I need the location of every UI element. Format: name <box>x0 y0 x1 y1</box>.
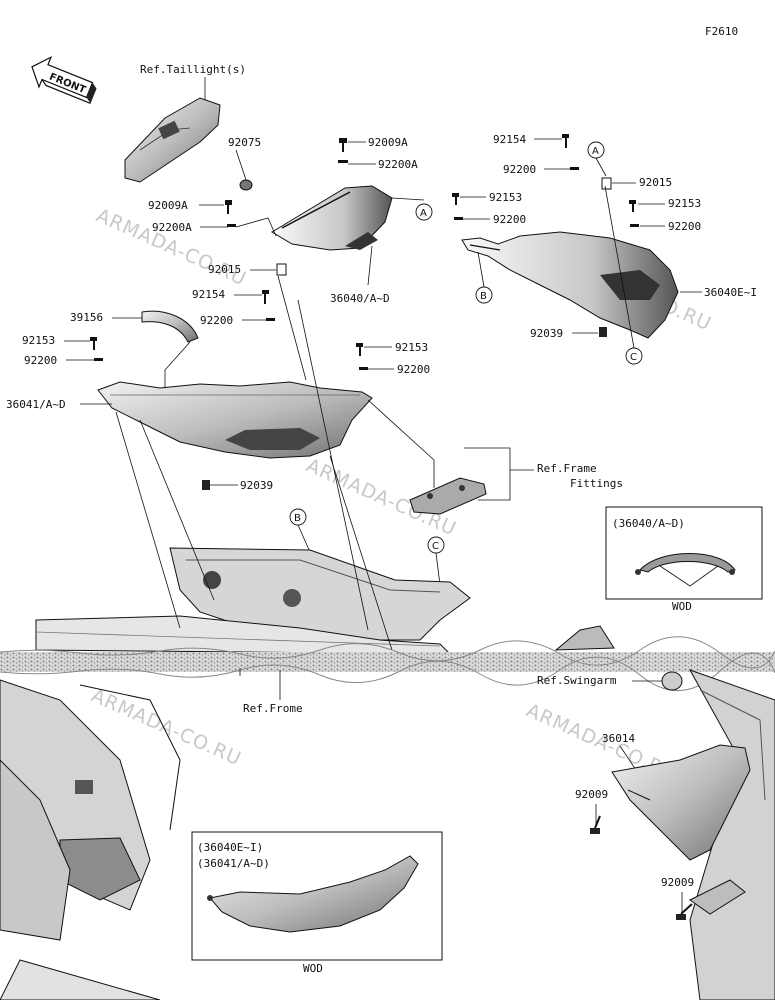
part-92153-l: 92153 <box>22 334 55 347</box>
inset-bottom-title-1: (36040E~I) <box>197 841 263 854</box>
svg-text:C: C <box>630 352 637 363</box>
svg-text:A: A <box>420 208 427 219</box>
bolt-icon <box>590 815 601 834</box>
callout-b-right: B <box>475 286 493 304</box>
inset-top-caption: WOD <box>672 600 692 613</box>
ref-swingarm-label: Ref.Swingarm <box>537 674 617 687</box>
chain-guard-36014-part <box>611 744 751 861</box>
seat-cowl-36040-part <box>271 185 393 251</box>
part-92015-right: 92015 <box>639 176 672 189</box>
part-92200-right2: 92200 <box>493 213 526 226</box>
inset-top-title: (36040/A~D) <box>612 517 685 530</box>
part-92153-right2: 92153 <box>668 197 701 210</box>
inset-bottom-title-2: (36041/A~D) <box>197 857 270 870</box>
part-92009-2: 92009 <box>661 876 694 889</box>
grommet-icon <box>239 179 253 191</box>
part-92015-left: 92015 <box>208 263 241 276</box>
ref-taillight-label: Ref.Taillight(s) <box>140 63 246 76</box>
part-92200-mid: 92200 <box>397 363 430 376</box>
part-92039-right: 92039 <box>530 327 563 340</box>
part-92154-left: 92154 <box>192 288 225 301</box>
svg-text:A: A <box>592 146 599 157</box>
torn-edge-divider <box>0 652 775 672</box>
ref-fittings-label: Fittings <box>570 477 623 490</box>
inset-36040e-i-36041: (36040E~I) (36041/A~D) WOD <box>191 831 443 975</box>
part-92154-right: 92154 <box>493 133 526 146</box>
callout-c-right: C <box>625 347 643 365</box>
inset-bottom-caption: WOD <box>303 962 323 975</box>
part-92009A-left: 92009A <box>148 199 188 212</box>
screw-icon <box>339 138 347 152</box>
callout-a-top: A <box>415 203 433 221</box>
ref-frome-label: Ref.Frome <box>243 702 303 715</box>
part-36041-a-d: 36041/A~D <box>6 398 66 411</box>
svg-text:B: B <box>294 513 301 524</box>
part-92153-right1: 92153 <box>489 191 522 204</box>
front-arrow-icon: FRONT <box>31 55 97 104</box>
part-92200-l: 92200 <box>24 354 57 367</box>
callout-a-right: A <box>587 141 605 159</box>
watermark-1: ARMADA-CO.RU <box>93 204 250 290</box>
bolt-icon-2 <box>676 903 693 920</box>
part-92200-right1: 92200 <box>503 163 536 176</box>
diagram-code: F2610 <box>705 25 738 38</box>
part-92009A-top: 92009A <box>368 136 408 149</box>
taillight-part <box>124 97 221 183</box>
callout-b-frame: B <box>289 508 307 526</box>
part-39156: 39156 <box>70 311 103 324</box>
part-36014: 36014 <box>602 732 635 745</box>
part-92200A-top: 92200A <box>378 158 418 171</box>
part-92075: 92075 <box>228 136 261 149</box>
svg-text:B: B <box>480 291 487 302</box>
part-36040e-i: 36040E~I <box>704 286 757 299</box>
frame-fitting-part <box>409 477 487 515</box>
seat-cover-36041-part <box>97 381 373 459</box>
svg-text:C: C <box>432 541 439 552</box>
part-92200-right3: 92200 <box>668 220 701 233</box>
part-92039-mid: 92039 <box>240 479 273 492</box>
rear-frame-part <box>35 547 471 655</box>
part-92200A-left: 92200A <box>152 221 192 234</box>
ref-frame-label: Ref.Frame <box>537 462 597 475</box>
side-cover-36040e-i-part <box>461 231 679 339</box>
part-92009-1: 92009 <box>575 788 608 801</box>
part-92153-mid: 92153 <box>395 341 428 354</box>
part-36040-a-d: 36040/A~D <box>330 292 390 305</box>
lower-frame-part <box>0 679 181 1000</box>
part-92200-left: 92200 <box>200 314 233 327</box>
callout-c-frame: C <box>427 536 445 554</box>
inset-36040-a-d: (36040/A~D) WOD <box>605 506 763 613</box>
